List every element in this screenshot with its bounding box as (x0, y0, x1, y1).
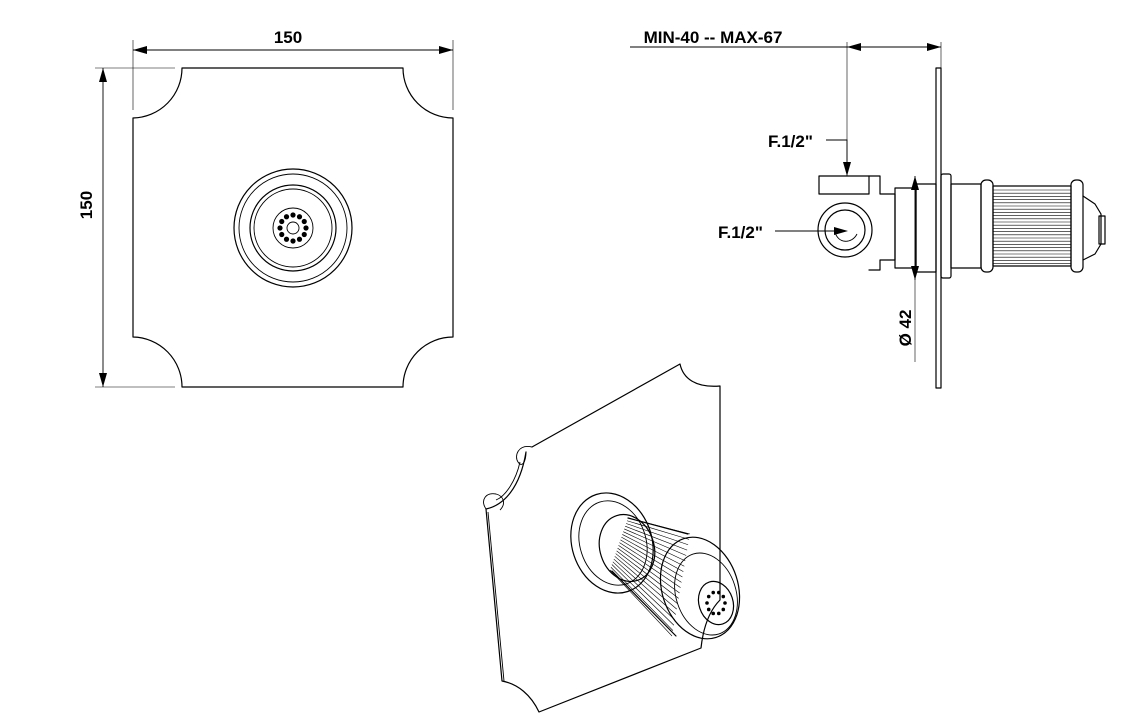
handle-dot (301, 231, 307, 238)
iso-knurl-line (623, 531, 686, 562)
side-handle-collar-left (980, 179, 994, 273)
depth-dimension-label: MIN-40 -- MAX-67 (644, 28, 783, 47)
side-handle-cap-tip (1098, 215, 1106, 245)
iso-knurl-line (612, 561, 676, 621)
handle-dot (279, 218, 285, 225)
iso-handle-dot (705, 601, 709, 605)
handle-ring-3 (249, 184, 337, 272)
side-handle-cap (1082, 195, 1102, 261)
iso-knurl-line (627, 517, 691, 535)
width-dimension-label: 150 (274, 28, 302, 47)
iso-plate-edge-top (516, 446, 533, 465)
side-body-flange (894, 187, 917, 269)
iso-knurl-line (614, 556, 677, 610)
iso-knurl-line (617, 547, 680, 594)
side-rosette (950, 183, 982, 269)
handle-dot (277, 225, 283, 231)
side-body-flange-2 (915, 183, 937, 273)
top-connection-leader (826, 139, 848, 172)
iso-rosette-inner (578, 500, 648, 586)
width-arrow-right (439, 46, 453, 54)
iso-knurl-line (615, 553, 678, 605)
iso-knurl-line (620, 539, 683, 578)
handle-dot (290, 212, 296, 218)
handle-dot (279, 231, 285, 238)
iso-knurl-line (609, 569, 673, 637)
iso-handle-dot (721, 594, 726, 599)
isometric-view (483, 363, 741, 713)
iso-handle-dot (716, 611, 721, 616)
diameter-arrow-bottom (911, 266, 919, 280)
side-handle-knurl-lines (993, 189, 1071, 264)
iso-knurl-line (626, 520, 690, 540)
iso-handle-dot-ring (705, 590, 727, 616)
side-body-block (818, 175, 870, 195)
iso-plate-edge-top-inner (495, 461, 521, 501)
handle-ring-2 (238, 173, 348, 283)
iso-knurl-line (624, 528, 687, 556)
side-connection-outer (817, 202, 873, 258)
handle-dot (290, 238, 296, 244)
side-wall-plate (935, 67, 942, 389)
iso-rosette-collar (598, 514, 656, 582)
iso-knurl-line (622, 534, 685, 567)
iso-plate-edge-left-inner (487, 511, 505, 682)
iso-handle-dot (706, 607, 711, 612)
side-body-bracket (868, 175, 896, 271)
handle-ring-5 (272, 207, 314, 249)
iso-knurl-line (621, 536, 684, 572)
iso-knurl-line (619, 542, 682, 583)
iso-rosette-outer (570, 492, 654, 594)
handle-dot-ring (277, 212, 309, 244)
front-plate-outline (132, 67, 454, 388)
handle-dot (303, 225, 309, 231)
side-handle-collar-right (1070, 179, 1084, 273)
height-arrow-top (99, 68, 107, 82)
iso-handle-dot (711, 590, 716, 595)
top-connection-arrow (843, 162, 851, 176)
side-connection-inner (824, 209, 866, 251)
iso-handle-cap-inner (674, 552, 738, 636)
side-connection-label: F.1/2" (718, 223, 763, 242)
iso-knurl-line (626, 523, 689, 546)
iso-handle-dot (721, 607, 726, 612)
iso-plate-outline (485, 363, 721, 713)
iso-knurl-line (625, 525, 688, 551)
side-connection-thread-icon (834, 231, 858, 242)
iso-handle-dot (716, 590, 721, 595)
handle-dot (283, 214, 290, 220)
iso-knurl-line (611, 564, 675, 626)
iso-handle-dot (723, 601, 727, 605)
height-dimension-label: 150 (77, 191, 96, 219)
front-view: 150 150 (77, 28, 454, 388)
handle-outer-ring (233, 168, 353, 288)
iso-knurl-line (616, 550, 679, 599)
iso-handle-cap-face (697, 580, 735, 626)
depth-arrow-left (847, 43, 861, 51)
handle-dot (283, 236, 290, 242)
iso-knurl-line (618, 545, 681, 588)
top-connection-label: F.1/2" (768, 132, 813, 151)
side-rosette-ring (940, 173, 952, 279)
height-arrow-bottom (99, 373, 107, 387)
iso-handle-dot (711, 611, 716, 616)
handle-center-icon (286, 221, 300, 235)
side-connection-arrow (834, 227, 848, 235)
depth-arrow-right (927, 43, 941, 51)
iso-handle-knurl-lines (609, 517, 691, 637)
handle-ring-4 (253, 188, 333, 268)
diameter-dimension-label: Ø 42 (896, 310, 915, 347)
diameter-arrow-top (911, 176, 919, 190)
handle-dot (296, 214, 303, 220)
handle-dot (301, 218, 307, 225)
width-arrow-left (133, 46, 147, 54)
iso-handle-cap-outer (659, 536, 741, 640)
handle-dot (296, 236, 303, 242)
side-view: MIN-40 -- MAX-67 F.1/2" F.1/2" Ø 42 (630, 28, 1106, 389)
iso-handle-dot (706, 594, 711, 599)
iso-knurl-line (610, 567, 674, 631)
iso-plate-edge-left (483, 493, 504, 511)
